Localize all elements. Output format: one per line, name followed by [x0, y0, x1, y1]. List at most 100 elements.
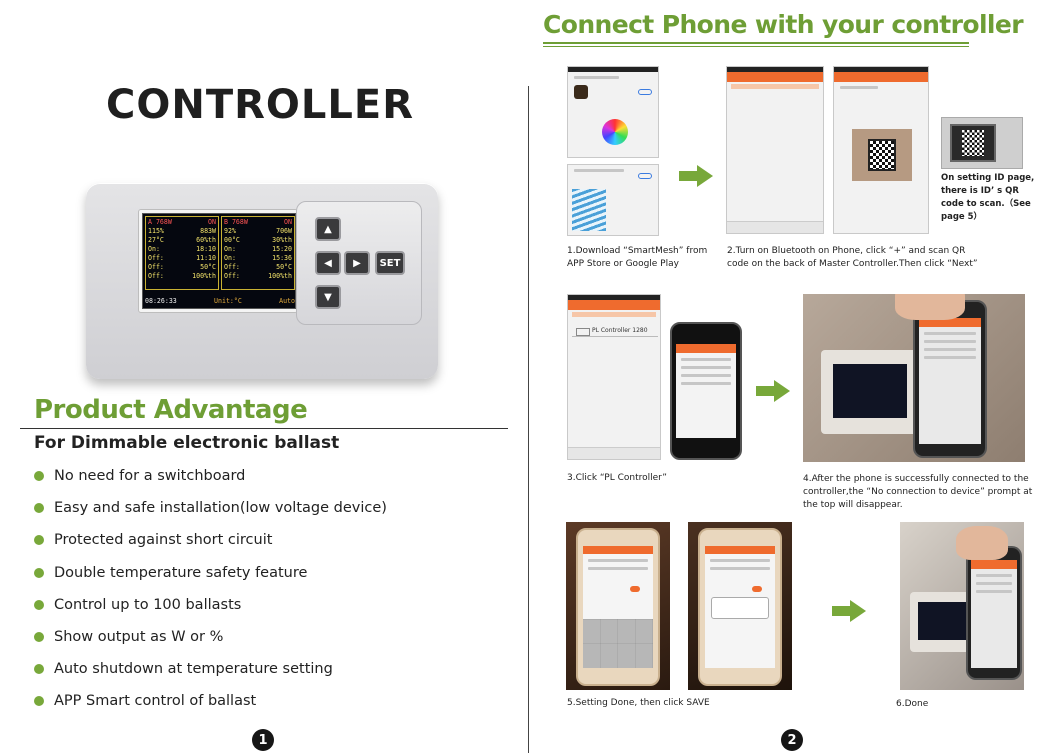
color-wheel-icon — [602, 119, 628, 145]
lcd-row: Off:100%th — [148, 272, 216, 281]
advantage-item: Protected against short circuit — [34, 529, 387, 561]
lcd-row: A 768W ON — [148, 218, 216, 227]
qr-note: On setting ID page, there is ID’ s QR co… — [941, 173, 1035, 222]
advantage-item: Double temperature safety feature — [34, 562, 387, 594]
advantage-text: No need for a switchboard — [54, 468, 246, 484]
advantage-subheading: For Dimmable electronic ballast — [34, 433, 340, 453]
right-arrow-icon — [832, 600, 868, 622]
lcd-cell: On: — [224, 254, 236, 262]
app-home-screenshot — [726, 66, 824, 234]
advantage-item: No need for a switchboard — [34, 465, 387, 497]
right-arrow-icon — [679, 165, 715, 187]
bullet-dot-icon — [34, 535, 44, 546]
lcd-cell: 883W — [200, 227, 216, 235]
advantage-text: Double temperature safety feature — [54, 564, 308, 581]
lcd-row: On: 18:10 — [148, 245, 216, 254]
lcd-cell: Off: — [148, 254, 164, 262]
lcd-row: 27°C 60%th — [148, 236, 216, 245]
bullet-dot-icon — [34, 567, 44, 578]
device-list-screenshot: PL Controller 1280 — [567, 294, 661, 460]
lcd-row: On: 15:36 — [224, 254, 292, 263]
lcd-cell: 50°C — [276, 263, 292, 271]
app-banner-wave — [572, 189, 606, 231]
device-keypad: ▲ ◀ ▶ SET ▼ — [296, 201, 422, 325]
lcd-row: 92% 706W — [224, 227, 292, 236]
left-key-icon: ◀ — [315, 251, 341, 275]
lcd-cell: 60%th — [196, 236, 216, 244]
step-4-caption: 4.After the phone is successfully connec… — [803, 474, 1033, 510]
lcd-row: 115% 883W — [148, 227, 216, 236]
lcd-cell: 706W — [276, 227, 292, 235]
lcd-cell: 15:36 — [272, 254, 292, 262]
advantage-text: Show output as W or % — [54, 628, 224, 645]
lcd-cell: 30%th — [272, 236, 292, 244]
advantage-text: Control up to 100 ballasts — [54, 596, 242, 613]
bullet-dot-icon — [34, 631, 44, 642]
page-divider — [528, 86, 529, 753]
lcd-row: Off: 50°C — [224, 263, 292, 272]
lcd-cell: 115% — [148, 227, 164, 235]
lcd-cell: ON — [208, 218, 216, 226]
right-key-icon: ▶ — [344, 251, 370, 275]
lcd-cell: 50°C — [200, 263, 216, 271]
title-rule — [543, 42, 969, 44]
smartmesh-app-icon — [574, 85, 588, 99]
advantage-text: Easy and safe installation(low voltage d… — [54, 500, 387, 517]
advantage-text: Protected against short circuit — [54, 532, 273, 549]
set-key: SET — [375, 251, 405, 275]
bullet-dot-icon — [34, 471, 44, 481]
advantage-item: Auto shutdown at temperature setting — [34, 658, 387, 690]
up-key-icon: ▲ — [315, 217, 341, 241]
app-store-screenshot — [567, 66, 659, 158]
lcd-row: 00°C 30%th — [224, 236, 292, 245]
bullet-dot-icon — [34, 503, 44, 514]
advantage-item: Show output as W or % — [34, 626, 387, 658]
scan-qr-screenshot — [833, 66, 929, 234]
lcd-cell: 27°C — [148, 236, 164, 244]
heading-rule — [20, 428, 508, 429]
lcd-cell: On: — [148, 245, 160, 253]
lcd-cell: 00°C — [224, 236, 240, 244]
right-arrow-icon — [756, 380, 792, 402]
save-dialog-photo — [688, 522, 792, 690]
connect-phone-title: Connect Phone with your controller — [543, 10, 1024, 39]
lcd-footer: 08:26:33 Unit:°C Auto — [145, 297, 295, 305]
lcd-row: Off: 50°C — [148, 263, 216, 272]
install-button-icon — [638, 173, 652, 179]
bullet-dot-icon — [34, 696, 44, 707]
advantage-item: Easy and safe installation(low voltage d… — [34, 497, 387, 529]
qr-code-icon — [852, 129, 912, 181]
lcd-cell: A 768W — [148, 218, 172, 226]
advantage-text: APP Smart control of ballast — [54, 693, 257, 710]
down-key-icon: ▼ — [315, 285, 341, 309]
done-photo — [900, 522, 1024, 690]
page-number-1: 1 — [252, 729, 274, 751]
google-play-screenshot — [567, 164, 659, 236]
bullet-dot-icon — [34, 599, 44, 610]
lcd-cell: 100%th — [268, 272, 292, 280]
lcd-cell: Off: — [224, 263, 240, 271]
setting-keypad-photo — [566, 522, 670, 690]
lcd-clock: 08:26:33 — [145, 297, 177, 305]
advantage-item: Control up to 100 ballasts — [34, 594, 387, 626]
advantage-item: APP Smart control of ballast — [34, 690, 387, 722]
lcd-row: Off: 100%th — [224, 272, 292, 281]
step-1-caption: 1.Download “SmartMesh” from APP Store or… — [567, 246, 708, 269]
controller-qr-screen-image — [941, 117, 1023, 169]
pl-controller-list-item: PL Controller 1280 — [572, 325, 658, 337]
lcd-row: On:15:20 — [224, 245, 292, 254]
lcd-cell: Off: — [148, 263, 164, 271]
step-6-caption: 6.Done — [896, 699, 929, 709]
lcd-cell: 18:10 — [196, 245, 216, 253]
controller-title: CONTROLLER — [105, 82, 415, 128]
step-5-caption: 5.Setting Done, then click SAVE — [567, 698, 710, 708]
lcd-cell: Off: — [224, 272, 240, 280]
lcd-cell: 92% — [224, 227, 236, 235]
step-3-caption: 3.Click “PL Controller” — [567, 473, 667, 483]
